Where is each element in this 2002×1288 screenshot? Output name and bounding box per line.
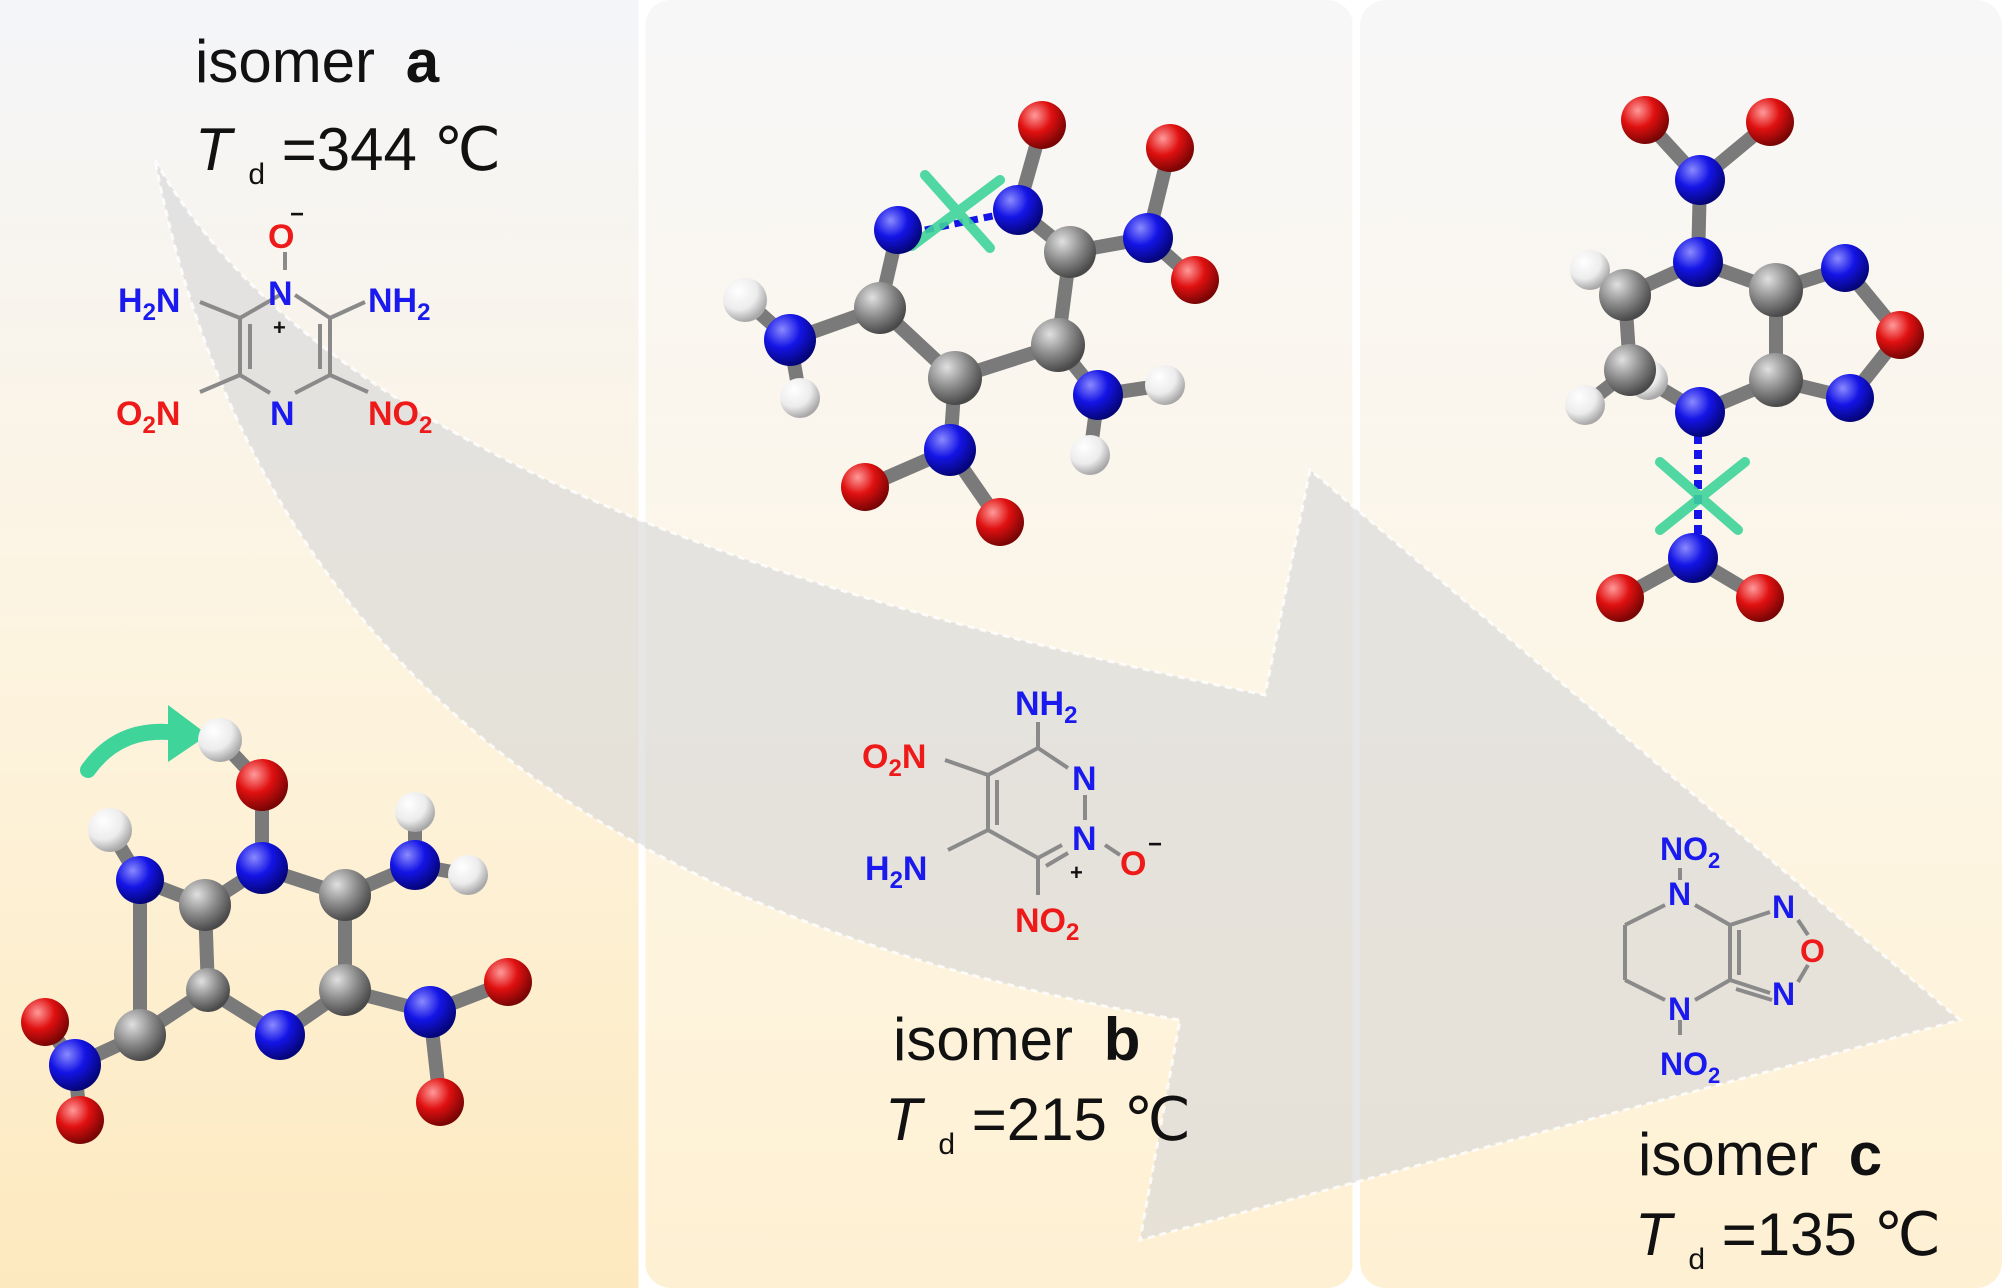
c-n-bottom: N bbox=[1668, 991, 1691, 1027]
a-nh2-left: H2N bbox=[118, 282, 180, 326]
structure-b-3d bbox=[723, 101, 1219, 546]
structure-a-2d: O − N + H2N NH2 O2N N NO2 bbox=[116, 201, 432, 439]
b-n-plus: + bbox=[1070, 860, 1083, 885]
td-b-variable: T bbox=[885, 1086, 926, 1153]
c-n-top: N bbox=[1668, 876, 1691, 912]
b-oxide-o: O bbox=[1120, 845, 1146, 883]
a-n-top: N bbox=[268, 275, 293, 313]
atoms-c bbox=[1565, 96, 1924, 622]
isomer-c-word: isomer bbox=[1638, 1121, 1818, 1188]
isomer-b-label: isomer b bbox=[893, 1006, 1140, 1073]
a-nh2-right: NH2 bbox=[368, 282, 430, 326]
td-c-value: =135 ℃ bbox=[1722, 1201, 1941, 1268]
c-no2-top: NO2 bbox=[1660, 831, 1720, 873]
isomer-b-letter: b bbox=[1104, 1006, 1141, 1073]
td-a-subscript: d bbox=[248, 158, 265, 191]
isomer-b-td: T d =215 ℃ bbox=[885, 1086, 1191, 1167]
isomer-a-letter: a bbox=[406, 28, 440, 95]
a-no2-right: NO2 bbox=[368, 395, 432, 439]
td-b-value: =215 ℃ bbox=[972, 1086, 1191, 1153]
broken-bond-cross-icon bbox=[907, 170, 1005, 253]
broken-bond-cross-icon-c bbox=[1655, 457, 1750, 535]
td-c-variable: T bbox=[1635, 1201, 1676, 1268]
h-transfer-arrowhead-icon bbox=[168, 705, 208, 762]
td-a-value: =344 ℃ bbox=[282, 116, 501, 183]
atoms-a bbox=[21, 718, 532, 1144]
a-n-plus: + bbox=[273, 315, 286, 340]
b-no2-left: O2N bbox=[862, 738, 926, 782]
b-no2-bottom: NO2 bbox=[1015, 902, 1079, 946]
b-oxide-charge: − bbox=[1148, 831, 1162, 858]
b-h2n: H2N bbox=[865, 850, 927, 894]
a-n-bottom: N bbox=[270, 395, 295, 433]
c-furazan-n2: N bbox=[1772, 976, 1795, 1012]
isomer-a-td: T d =344 ℃ bbox=[195, 116, 501, 197]
isomer-c-label: isomer c bbox=[1638, 1121, 1882, 1188]
td-a-variable: T bbox=[195, 116, 236, 183]
structure-c-2d: NO2 N N N O N NO2 bbox=[1623, 831, 1825, 1088]
atoms-b bbox=[723, 101, 1219, 546]
structure-c-3d bbox=[1565, 96, 1924, 622]
td-c-subscript: d bbox=[1688, 1243, 1705, 1276]
c-no2-bottom: NO2 bbox=[1660, 1046, 1720, 1088]
a-oxide-o: O bbox=[268, 218, 294, 256]
b-n-ring-2: N bbox=[1072, 820, 1097, 858]
stability-decrease-arrow bbox=[153, 159, 1964, 1243]
h-transfer-arrow-icon bbox=[80, 723, 186, 778]
isomer-c-td: T d =135 ℃ bbox=[1635, 1201, 1941, 1282]
b-n-ring-1: N bbox=[1072, 760, 1097, 798]
b-nh2-top: NH2 bbox=[1015, 685, 1077, 729]
structure-b-2d: NH2 O2N N N + O − H2N NO2 bbox=[862, 685, 1162, 946]
isomer-a-word: isomer bbox=[195, 28, 375, 95]
isomer-b-word: isomer bbox=[893, 1006, 1073, 1073]
structure-a-3d bbox=[21, 705, 532, 1144]
td-b-subscript: d bbox=[938, 1128, 955, 1161]
a-oxide-charge: − bbox=[290, 201, 304, 228]
c-furazan-n1: N bbox=[1772, 889, 1795, 925]
c-furazan-o: O bbox=[1800, 933, 1825, 969]
a-no2-left: O2N bbox=[116, 395, 180, 439]
isomer-a-label: isomer a bbox=[195, 28, 440, 95]
isomer-c-letter: c bbox=[1849, 1121, 1882, 1188]
